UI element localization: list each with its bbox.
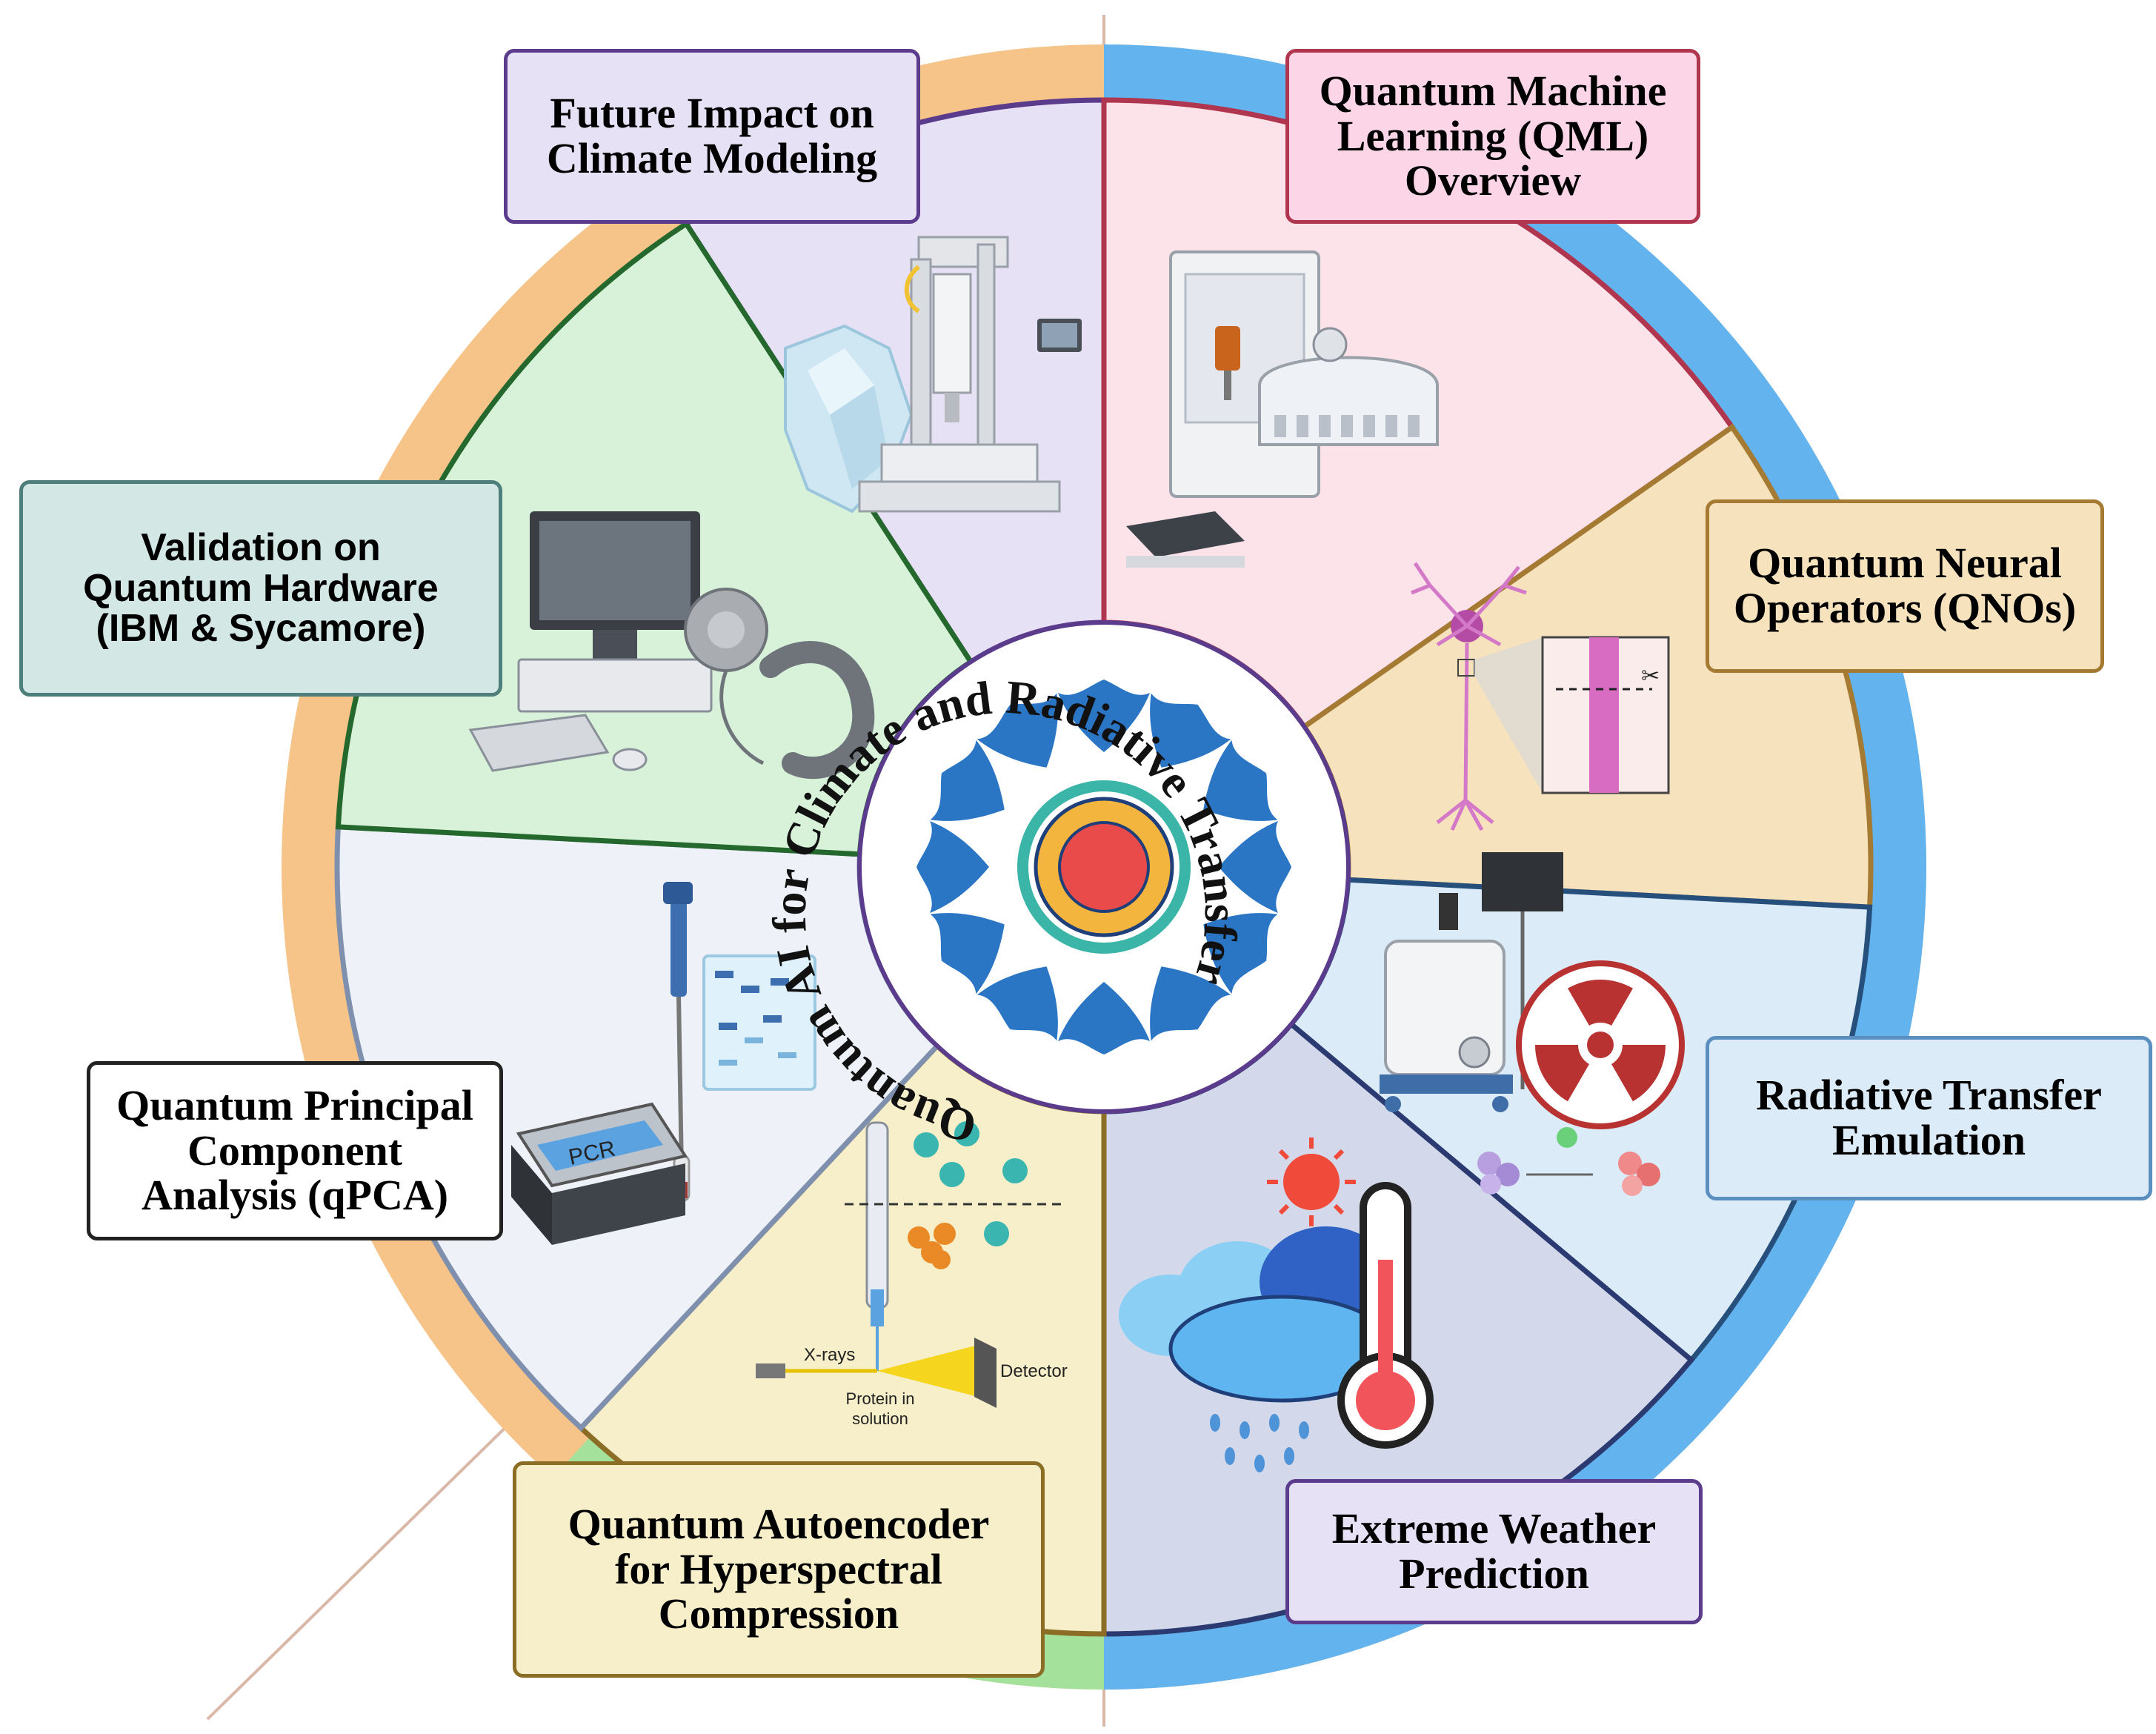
gear-tooth-shape [1219, 821, 1291, 913]
radiation-blade [1611, 1045, 1666, 1102]
gear-tooth-shape [930, 740, 1005, 821]
gear-tooth-shape [1203, 913, 1278, 994]
detector-label: Detector [1000, 1361, 1068, 1381]
gear-tooth-shape [916, 821, 989, 913]
gear-tooth-shape [1150, 693, 1231, 768]
gear-tooth [1150, 966, 1231, 1041]
label-line: Overview [1404, 156, 1582, 205]
label-line: for Hyperspectral [615, 1544, 942, 1593]
gear-tooth-shape [930, 913, 1005, 994]
label-line: Quantum Neural [1748, 539, 2062, 588]
gear-tooth [1203, 913, 1278, 994]
gear-tooth-shape [1150, 966, 1231, 1041]
gear-tooth-shape [1058, 680, 1150, 752]
gear-tooth [1150, 693, 1231, 768]
label-line: Quantum Principal [116, 1080, 473, 1129]
gear-tooth-shape [976, 693, 1058, 768]
label-line: Validation on [141, 526, 381, 570]
gear-tooth [930, 913, 1005, 994]
gear-tooth [1203, 740, 1278, 821]
gear-ring-icon [916, 680, 1291, 1054]
label-line: Analysis (qPCA) [141, 1171, 449, 1220]
label-line: Prediction [1399, 1549, 1589, 1598]
protein-label-line2: solution [852, 1409, 908, 1428]
label-line: Operators (QNOs) [1733, 584, 2077, 632]
label-line: Climate Modeling [546, 134, 878, 182]
radiation-blade [1568, 980, 1633, 1026]
neuron-icon [1411, 562, 1527, 831]
gear-tooth [976, 693, 1058, 768]
gear-tooth [930, 740, 1005, 821]
gear-tooth [1219, 821, 1291, 913]
label-line: Emulation [1831, 1116, 2026, 1164]
cnc-machine-and-iceberg-icon [784, 236, 1082, 514]
gear-tooth [1058, 982, 1150, 1054]
label-line: Extreme Weather [1331, 1504, 1657, 1553]
xrays-label: X-rays [804, 1345, 855, 1365]
hub-red-core [1058, 821, 1150, 913]
label-line: Compression [658, 1590, 899, 1638]
label-line: Future Impact on [550, 89, 874, 138]
computer-workstation-icon [468, 511, 875, 780]
label-line: Quantum Autoencoder [568, 1499, 990, 1548]
pcr-machine-icon: PCR [511, 882, 816, 1245]
svg-text:✂: ✂ [1641, 663, 1660, 689]
neuron-zoom-inset: ✂ [1474, 636, 1670, 794]
macrophage-cells-icon [1477, 1127, 1660, 1196]
gear-tooth [916, 821, 989, 913]
radiation-symbol-icon [1516, 960, 1685, 1129]
label-line: Radiative Transfer [1756, 1071, 2102, 1120]
gear-tooth [976, 966, 1058, 1041]
label-line: Quantum Machine [1319, 66, 1667, 115]
gear-tooth-shape [1203, 740, 1278, 821]
protein-label-line1: Protein in [846, 1389, 915, 1408]
label-line: (IBM & Sycamore) [96, 607, 426, 651]
label-line: Component [187, 1126, 403, 1175]
autosampler-instrument-icon [1126, 250, 1439, 568]
weather-thermometer-icon [1119, 1137, 1434, 1472]
gear-tooth-shape [1058, 982, 1150, 1054]
diagonal-guide-line [206, 1377, 557, 1721]
gear-tooth-shape [976, 966, 1058, 1041]
label-line: Learning (QML) [1337, 111, 1649, 160]
label-line: Quantum Hardware [83, 566, 439, 610]
xray-scattering-icon [756, 1121, 1067, 1408]
gear-tooth [1058, 680, 1150, 752]
radiation-blade [1535, 1045, 1589, 1102]
